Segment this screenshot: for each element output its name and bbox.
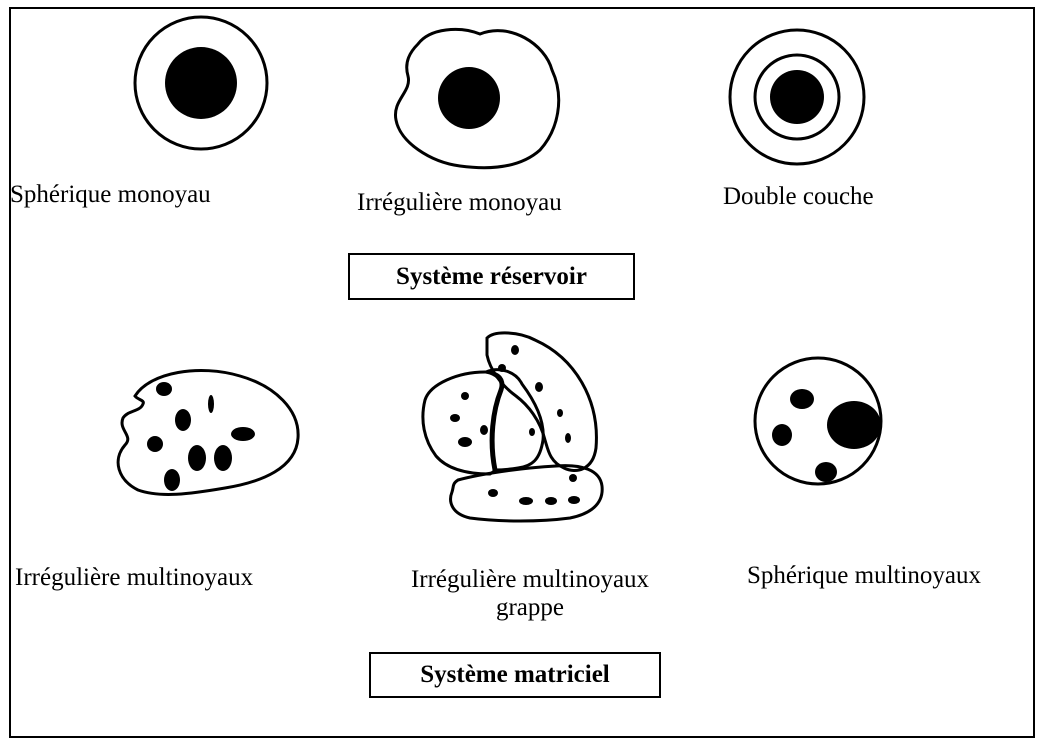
label-line: Irrégulière multinoyaux: [380, 566, 680, 594]
cluster-core: [461, 392, 469, 400]
label-line: grappe: [380, 594, 680, 622]
irregular-multinuclear-shell: [118, 370, 298, 494]
multinuclear-core: [147, 436, 163, 452]
cluster-core: [488, 489, 498, 497]
spherical-mononuclear-core: [165, 47, 237, 119]
label-spherical-mononuclear: Sphérique monoyau: [10, 181, 211, 209]
cluster-core: [565, 433, 571, 443]
multinuclear-core: [188, 445, 206, 471]
cluster-core: [519, 497, 533, 505]
cluster-core: [535, 382, 543, 392]
label-irregular-multinuclear: Irrégulière multinoyaux: [15, 564, 253, 592]
cluster-core: [545, 497, 557, 505]
cluster-core: [498, 364, 506, 372]
cluster-core: [568, 496, 580, 504]
cluster-core: [458, 437, 472, 447]
cluster-core: [450, 414, 460, 422]
multinuclear-core: [175, 409, 191, 431]
cluster-core: [480, 425, 488, 435]
reservoir-system-title: Système réservoir: [348, 253, 635, 300]
label-irregular-mononuclear: Irrégulière monoyau: [357, 189, 562, 217]
spherical-multinuclear-core: [827, 401, 881, 449]
spherical-multinuclear-core: [815, 462, 837, 482]
matrix-system-title: Système matriciel: [369, 652, 661, 698]
label-irregular-multinuclear-cluster: Irrégulière multinoyaux grappe: [380, 566, 680, 622]
double-layer-core: [770, 70, 824, 124]
cluster-core: [557, 409, 563, 417]
cluster-core: [529, 428, 535, 436]
cluster-core: [511, 345, 519, 355]
spherical-multinuclear-core: [772, 424, 792, 446]
label-spherical-multinuclear: Sphérique multinoyaux: [747, 562, 981, 590]
spherical-multinuclear-core: [790, 389, 814, 409]
cluster-core: [569, 474, 577, 482]
multinuclear-core: [231, 427, 255, 441]
multinuclear-core: [214, 445, 232, 471]
irregular-mononuclear-core: [438, 67, 500, 129]
label-double-layer: Double couche: [723, 183, 874, 211]
multinuclear-core: [164, 469, 180, 491]
multinuclear-core: [156, 382, 172, 396]
multinuclear-core: [208, 395, 214, 413]
